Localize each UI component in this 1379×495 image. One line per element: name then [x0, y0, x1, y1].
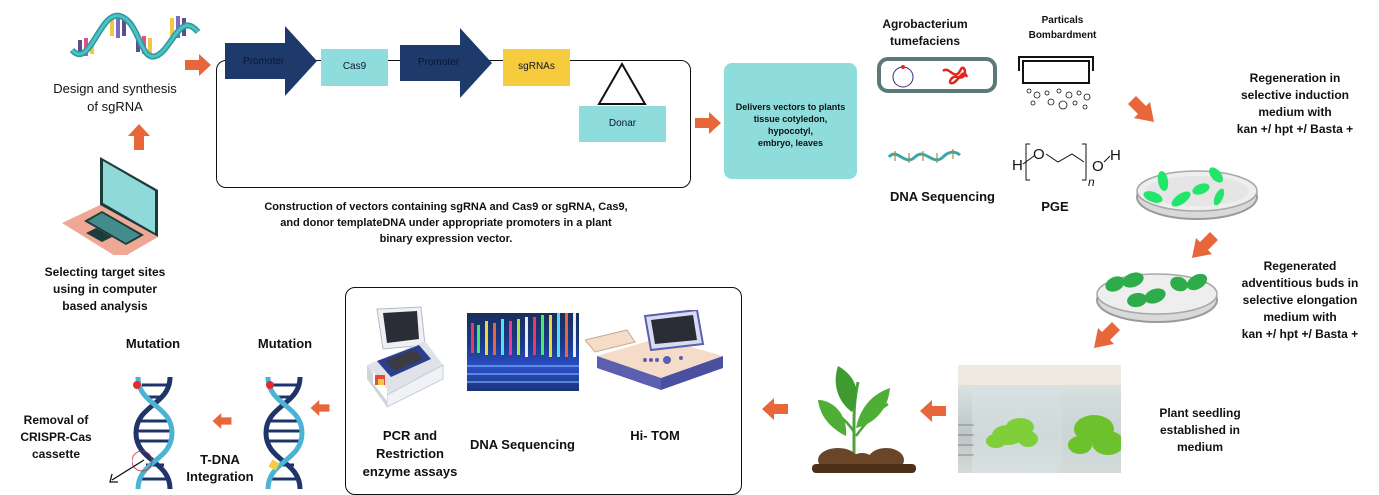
regeneration-label: Regeneration in selective induction medi… [1236, 71, 1354, 136]
sgrna-label: sgRNAs [518, 61, 555, 72]
petri-dish-leaves-icon [1133, 155, 1263, 225]
design-label: Design and synthesis of sgRNA [53, 81, 177, 114]
dna-mutation-icon [262, 375, 307, 490]
particle-gun-icon [1017, 55, 1097, 115]
promoter-label: Promoter [418, 57, 460, 68]
peg-label: PGE [1041, 199, 1069, 214]
donor-triangle-icon [597, 62, 647, 106]
arrow-right-icon [185, 54, 211, 76]
peg-h-left: H [1012, 157, 1023, 174]
promoter-label: Promoter [243, 56, 285, 67]
arrow-left-icon [212, 413, 232, 429]
mutation-right-label: Mutation [257, 336, 313, 351]
donor-label: Donar [608, 118, 637, 129]
mutation-left-label: Mutation [125, 336, 181, 351]
dna-sequencing-small-icon [887, 145, 962, 167]
seedling-jar-photo [958, 365, 1121, 473]
analysis-item-sequencing-label: DNA Sequencing [470, 437, 575, 452]
svg-text:O: O [1092, 158, 1104, 175]
svg-text:n: n [1088, 175, 1095, 186]
arrow-up-icon [128, 124, 150, 150]
plant-sprout-icon [808, 362, 920, 474]
sgrna-gene-box: sgRNAs [503, 49, 570, 86]
peg-structure-icon: H O n O H [1010, 138, 1125, 186]
cas9-gene-box: Cas9 [321, 49, 388, 86]
petri-dish-buds-icon [1093, 262, 1223, 326]
agrobacterium-cell-icon [877, 57, 997, 95]
construct-caption: Construction of vectors containing sgRNA… [264, 201, 628, 245]
seedling-label: Plant seedling established in medium [1159, 406, 1241, 454]
bombardment-label: Particals Bombardment [1028, 15, 1097, 41]
selecting-label: Selecting target sites using in computer… [44, 265, 166, 313]
cas9-label: Cas9 [342, 61, 367, 72]
analysis-item-hitom-label: Hi- TOM [630, 428, 680, 443]
promoter-arrow-2: Promoter [400, 28, 492, 98]
arrow-left-icon [920, 400, 946, 422]
dna-removal-icon [132, 375, 177, 490]
regenerated-buds-label: Regenerated adventitious buds in selecti… [1241, 259, 1359, 341]
arrow-right-icon [695, 112, 721, 134]
analysis-item-pcr-label: PCR and Restriction enzyme assays [362, 428, 458, 479]
tdna-integration-label: T-DNA Integration [186, 452, 254, 484]
agrobacterium-label: Agrobacterium tumefaciens [882, 17, 968, 48]
arrow-down-left-icon [1190, 232, 1218, 260]
arrow-down-right-icon [1128, 96, 1156, 124]
arrow-left-icon [762, 398, 788, 420]
donor-box: Donar [579, 106, 666, 142]
excision-arrow-icon [108, 458, 146, 484]
laptop-icon [60, 155, 165, 255]
dna-helix-icon [70, 10, 200, 62]
removal-label: Removal of CRISPR-Cas cassette [20, 413, 92, 461]
arrow-down-left-icon [1092, 322, 1120, 350]
dna-sequencing-method-label: DNA Sequencing [890, 189, 995, 204]
arrow-left-icon [310, 400, 330, 416]
svg-text:O: O [1033, 146, 1045, 163]
dna-sequencing-gel-image [467, 313, 579, 391]
thermal-cycler-icon [365, 305, 445, 410]
svg-text:H: H [1110, 147, 1121, 164]
delivery-label: Delivers vectors to plants tissue cotyle… [735, 102, 846, 148]
promoter-arrow-1: Promoter [225, 26, 317, 96]
delivery-box: Delivers vectors to plants tissue cotyle… [724, 63, 857, 179]
hi-tom-sequencer-icon [585, 310, 725, 390]
